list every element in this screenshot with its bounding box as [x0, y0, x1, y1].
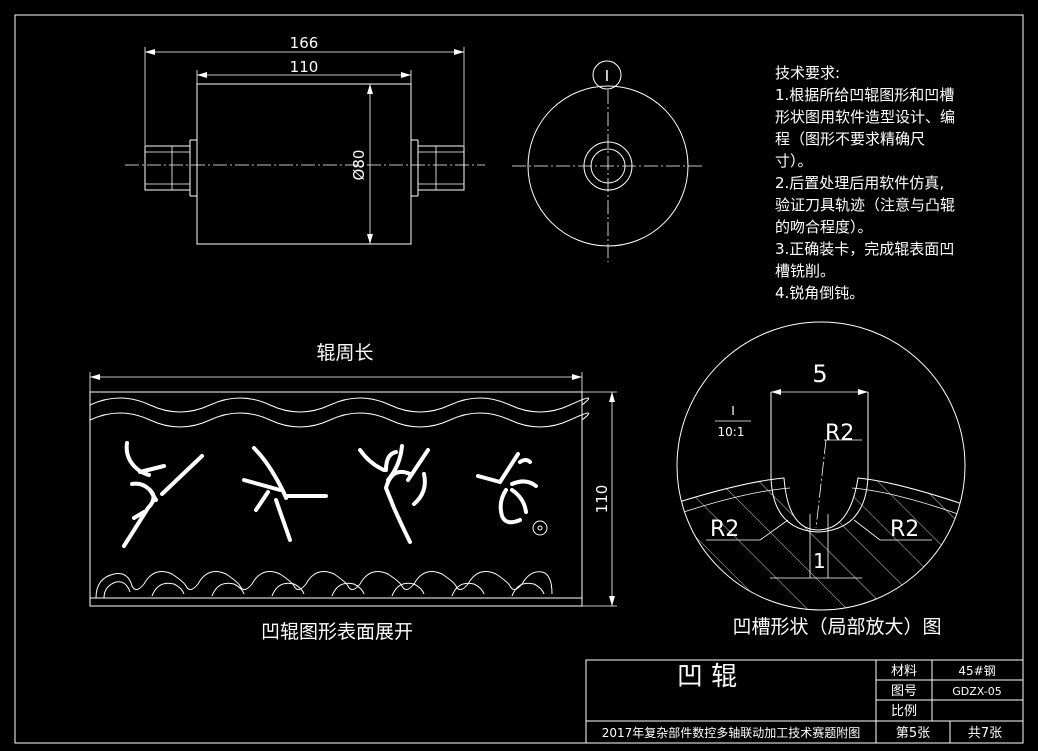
detail-scale-top: I: [731, 404, 735, 418]
detail-radius-top: R2: [825, 421, 854, 446]
title-scale-label: 比例: [891, 704, 917, 719]
groove-detail-view: 5 R2 R2 R2 1 I 10:1 凹槽形状（局部放大）图: [676, 321, 966, 638]
detail-radius-left: R2: [710, 517, 739, 542]
unrolled-surface: 辊周长 110: [89, 342, 617, 643]
title-sheet: 第5张: [896, 726, 930, 741]
roller-front-view: 166 110 Ø80: [125, 34, 485, 245]
tech-line-9: 槽铣削。: [775, 262, 835, 280]
detail-scale-bottom: 10:1: [718, 425, 745, 439]
tech-line-1: 1.根据所给凹辊图形和凹槽: [775, 86, 954, 104]
detail-caption: 凹槽形状（局部放大）图: [732, 616, 941, 638]
tech-line-10: 4.锐角倒钝。: [775, 284, 864, 302]
title-drawing-no-value: GDZX-05: [952, 685, 1001, 698]
title-part-name: 凹 辊: [677, 662, 737, 692]
tech-line-3: 程（图形不要求精确尺: [775, 130, 925, 148]
stick-figure-3: [358, 444, 430, 544]
title-material-value: 45#钢: [958, 664, 995, 678]
dim-unroll-height: 110: [593, 485, 611, 514]
stick-figure-2: [242, 446, 328, 542]
section-marker: I: [605, 67, 609, 85]
stick-figure-4: [476, 452, 548, 536]
tech-line-0: 技术要求:: [775, 64, 840, 82]
detail-width: 5: [812, 360, 827, 388]
drawing-border: [14, 14, 1024, 744]
detail-radius-right: R2: [890, 517, 919, 542]
tech-requirements: 技术要求: 1.根据所给凹辊图形和凹槽 形状图用软件造型设计、编 程（图形不要求…: [775, 64, 955, 302]
tech-line-4: 寸）。: [775, 152, 813, 170]
detail-depth: 1: [813, 549, 826, 573]
stick-figure-1: [122, 441, 204, 548]
title-footer: 2017年复杂部件数控多轴联动加工技术赛题附图: [602, 725, 861, 740]
dim-overall-length: 166: [290, 34, 319, 52]
tech-line-2: 形状图用软件造型设计、编: [775, 108, 955, 126]
tech-line-8: 3.正确装卡，完成辊表面凹: [775, 240, 954, 258]
unrolled-caption: 凹辊图形表面展开: [261, 621, 413, 643]
title-drawing-no-label: 图号: [891, 684, 917, 699]
tech-line-7: 的吻合程度）。: [775, 218, 873, 236]
dim-body-length: 110: [290, 58, 319, 76]
title-material-label: 材料: [891, 664, 917, 679]
tech-line-5: 2.后置处理后用软件仿真,: [775, 174, 944, 192]
tech-line-6: 验证刀具轨迹（注意与凸辊: [775, 196, 955, 214]
title-block: 凹 辊 材料 45#钢 图号 GDZX-05 比例 2017年复杂部件数控多轴联…: [585, 659, 1024, 744]
dim-diameter: Ø80: [350, 150, 368, 181]
unrolled-top-label: 辊周长: [316, 342, 373, 364]
roller-side-view: I: [512, 60, 704, 262]
title-total: 共7张: [968, 726, 1002, 741]
